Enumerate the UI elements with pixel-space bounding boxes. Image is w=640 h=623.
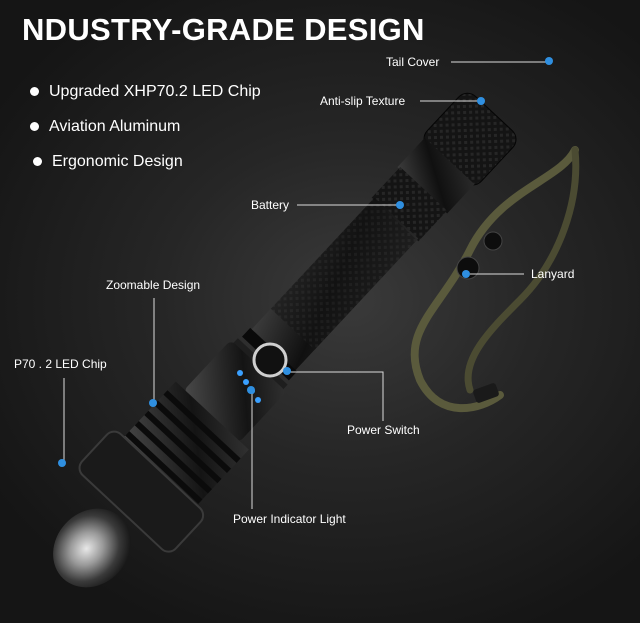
feature-item: Aviation Aluminum [30,109,261,144]
callout-led-chip: P70 . 2 LED Chip [14,357,107,371]
headline: NDUSTRY-GRADE DESIGN [22,12,425,47]
bullet-dot-icon [33,157,42,166]
feature-item: Ergonomic Design [30,144,261,179]
feature-text: Ergonomic Design [52,152,183,170]
callout-dots [58,57,553,467]
lanyard [410,146,580,413]
feature-item: Upgraded XHP70.2 LED Chip [30,74,261,109]
power-switch [252,342,288,378]
lens [53,508,131,588]
feature-text: Upgraded XHP70.2 LED Chip [49,82,261,100]
callout-anti-slip-texture: Anti-slip Texture [320,94,406,108]
bullet-dot-icon [30,87,39,96]
callout-power-indicator-light: Power Indicator Light [233,512,346,526]
callout-lanyard: Lanyard [531,267,575,281]
flashlight-body [78,92,517,553]
callout-lines [63,61,547,509]
feature-list: Upgraded XHP70.2 LED Chip Aviation Alumi… [30,74,261,179]
bullet-dot-icon [30,122,39,131]
callout-battery: Battery [251,198,290,212]
callout-power-switch: Power Switch [347,423,420,437]
callout-zoomable-design: Zoomable Design [106,278,201,292]
callout-tail-cover: Tail Cover [386,55,440,69]
feature-text: Aviation Aluminum [49,117,181,135]
